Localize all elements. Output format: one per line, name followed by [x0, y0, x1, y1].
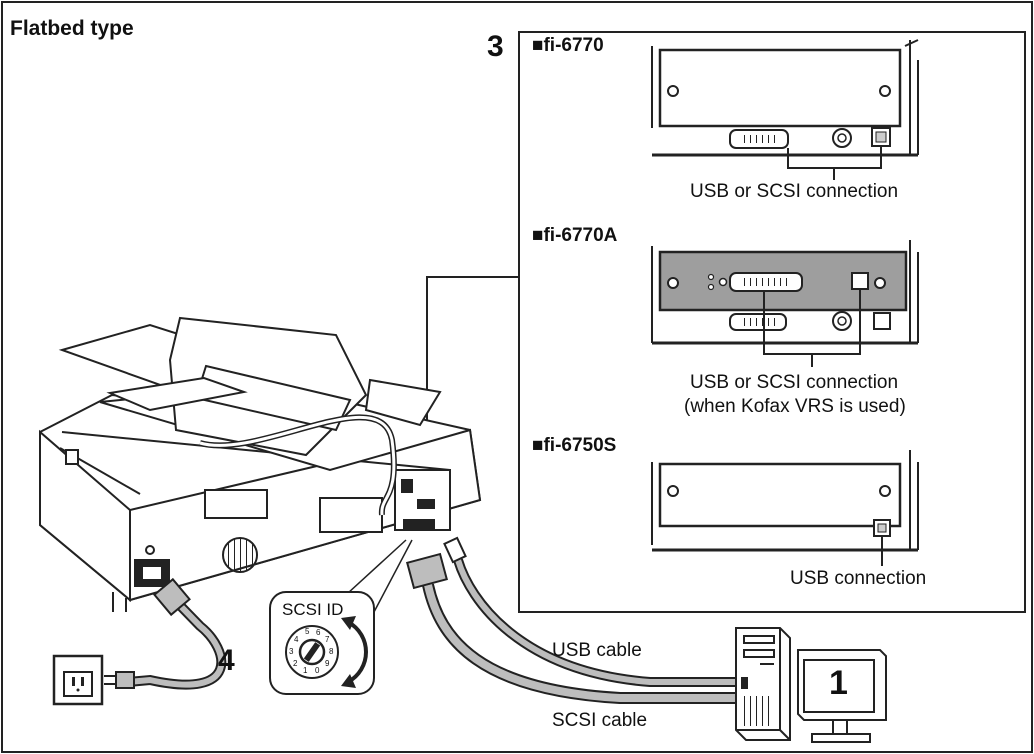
fi-6770-rear-panel	[651, 39, 919, 180]
dial-digit: 5	[305, 627, 310, 636]
model-fi-6750s: ■fi-6750S	[532, 435, 617, 456]
scsi-cable-label: SCSI cable	[552, 710, 648, 731]
step-4-label: 4	[218, 644, 235, 677]
power-cable	[127, 577, 227, 690]
rotary-switch-icon	[269, 591, 375, 695]
dial-digit: 7	[325, 635, 330, 644]
model-fi-6770a: ■fi-6770A	[532, 225, 618, 246]
dial-digit: 0	[315, 666, 320, 675]
power-outlet-icon	[52, 654, 104, 706]
dial-digit: 4	[294, 635, 299, 644]
dial-digit: 1	[303, 666, 308, 675]
dial-digit: 2	[293, 659, 298, 668]
scsi-port-icon	[729, 272, 803, 292]
fi-6770a-caption-line1: USB or SCSI connection	[690, 372, 899, 393]
desktop-computer-icon	[735, 627, 791, 741]
usb-cable-label: USB cable	[552, 640, 642, 661]
usb-port-icon	[851, 272, 869, 290]
step-1-label: 1	[829, 664, 848, 702]
fi-6770a-rear-panel	[651, 240, 919, 367]
fi-6770a-caption-line2: (when Kofax VRS is used)	[684, 396, 906, 417]
scsi-id-label: SCSI ID	[282, 600, 344, 619]
dial-digit: 9	[325, 659, 330, 668]
step-3-label: 3	[487, 30, 504, 63]
model-fi-6770: ■fi-6770	[532, 35, 604, 56]
usb-port-icon	[871, 127, 891, 147]
usb-cable	[443, 536, 736, 687]
scsi-port-icon	[729, 129, 789, 149]
usb-port-icon	[873, 519, 891, 537]
dial-digit: 6	[316, 628, 321, 637]
fi-6750s-caption: USB connection	[790, 568, 927, 589]
fi-6750s-rear-panel	[651, 450, 919, 566]
dial-digit: 8	[329, 647, 334, 656]
scsi-cable	[405, 552, 736, 704]
power-plug-icon	[104, 671, 135, 689]
fi-6770-caption: USB or SCSI connection	[690, 181, 899, 202]
section-title: Flatbed type	[10, 17, 134, 40]
dial-digit: 3	[289, 647, 294, 656]
flatbed-scanner-icon	[39, 316, 482, 612]
monitor-icon	[797, 649, 887, 743]
